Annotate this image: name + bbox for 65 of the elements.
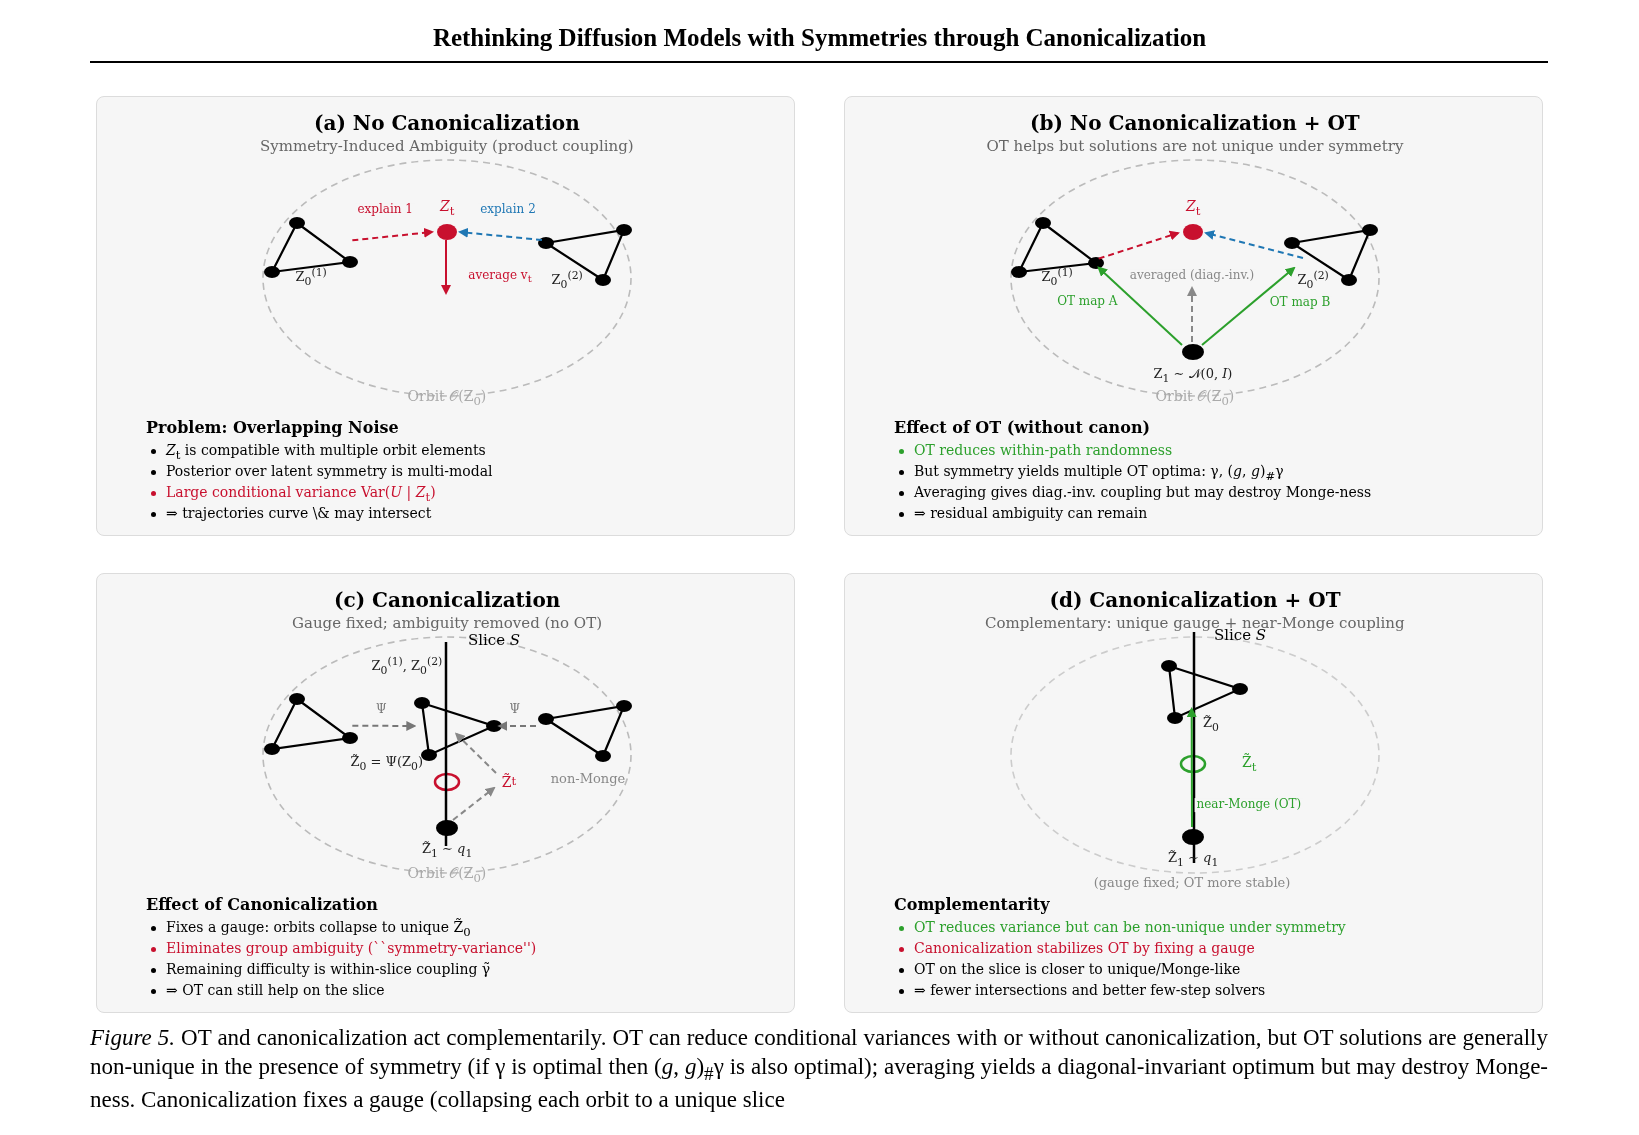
math-label: Z̃$_{1}$ ∼ q$_{1}$ — [1168, 851, 1219, 870]
math-label: Z̃$_{t}$ — [1242, 754, 1257, 775]
bullet-item: But symmetry yields multiple OT optima: γ, (g, g)$_{#}$γ — [894, 463, 1284, 483]
bullet-item: Averaging gives diag.-inv. coupling but may destroy Monge-ness — [894, 484, 1372, 501]
bullet-item: ⇒ OT can still help on the slice — [146, 982, 385, 999]
arrow — [441, 239, 451, 295]
edge-label: explain 1 — [355, 203, 415, 218]
orbit-label: Orbit 𝒪(Z$_{0}$) — [407, 865, 487, 886]
bullet-item: OT reduces within-path randomness — [894, 442, 1173, 459]
arrow — [1097, 266, 1183, 346]
panel-subtitle: OT helps but solutions are not unique under symmetry — [986, 137, 1404, 155]
bullet-item: OT reduces variance but can be non-unique under symmetry — [894, 919, 1346, 936]
bullet-item: OT on the slice is closer to unique/Monge-like — [894, 961, 1241, 978]
math-label: Z̃$_{0}$ = Ψ(Z$_{0}$) — [350, 755, 424, 774]
arrow — [1187, 286, 1197, 343]
math-label: Z$_{t}$ — [440, 198, 455, 219]
edge-label: explain 2 — [478, 203, 538, 217]
orbit-label: Orbit 𝒪(Z$_{0}$) — [407, 388, 487, 409]
bullet-item: ⇒ residual ambiguity can remain — [894, 505, 1148, 522]
bullet-item: Canonicalization stabilizes OT by fixing a gauge — [894, 940, 1255, 957]
panel-card — [96, 96, 795, 536]
bullet-item: Z$_{t}$ is compatible with multiple orbit elements — [146, 442, 486, 462]
bullet-item: Remaining difficulty is within-slice coupling γ̃ — [146, 961, 491, 978]
panel-heading: (a) No Canonicalization — [314, 111, 580, 135]
arrow — [458, 227, 543, 241]
arrow — [497, 721, 537, 731]
edge-label: near-Monge (OT) — [1194, 798, 1304, 812]
bullet-item: ⇒ fewer intersections and better few-step solvers — [894, 982, 1266, 999]
annotation-text: (gauge fixed; OT more stable) — [1093, 874, 1291, 890]
orbit-label: Orbit 𝒪(Z$_{0}$) — [1155, 388, 1235, 409]
panel-heading: (c) Canonicalization — [334, 588, 561, 612]
notes-heading: Effect of Canonicalization — [146, 895, 378, 914]
edge-label: averaged (diag.-inv.) — [1127, 269, 1257, 283]
math-label: Z̃$_{1}$ ∼ q$_{1}$ — [422, 842, 473, 861]
edge-label: OT map A — [1055, 295, 1120, 310]
page-title: Rethinking Diffusion Models with Symmetries through Canonicalization — [431, 24, 1208, 52]
bullet-item: Posterior over latent symmetry is multi-modal — [146, 463, 493, 480]
arrow — [452, 786, 496, 821]
arrow — [1097, 230, 1180, 260]
bullet-item: Fixes a gauge: orbits collapse to unique Z̃$_{0}$ — [146, 919, 471, 939]
panel-card — [844, 573, 1543, 1013]
math-label: Z̃$_{0}$ — [1203, 716, 1219, 735]
slice-label: Slice S — [467, 631, 521, 649]
panel-subtitle: Symmetry-Induced Ambiguity (product coupling) — [260, 137, 634, 155]
bullet-item: Large conditional variance Var(U | Z$_{t}$) — [146, 484, 436, 504]
annotation-text: non-Monge — [550, 770, 626, 786]
panel-subtitle: Gauge fixed; ambiguity removed (no OT) — [292, 614, 602, 632]
arrow — [351, 227, 434, 242]
arrow — [351, 720, 417, 731]
math-label: Z$_{1}$ ∼ 𝒩(0, I) — [1153, 367, 1233, 386]
panel-heading: (b) No Canonicalization + OT — [1030, 111, 1360, 135]
panel-card — [96, 573, 795, 1013]
math-label: Z$_{t}$ — [1186, 198, 1201, 219]
arrow — [1204, 230, 1304, 259]
arrow — [1201, 266, 1296, 346]
arrow — [1186, 707, 1197, 828]
panel-heading: (d) Canonicalization + OT — [1049, 588, 1341, 612]
panel-card — [844, 96, 1543, 536]
notes-heading: Complementarity — [894, 895, 1050, 914]
bullet-item: ⇒ trajectories curve \& may intersect — [146, 505, 432, 522]
bullet-item: Eliminates group ambiguity (``symmetry-variance'') — [146, 940, 537, 957]
notes-heading: Effect of OT (without canon) — [894, 418, 1151, 437]
figure-caption: Figure 5. OT and canonicalization act complementarily. OT can reduce conditional variances with or without canonicalization, but OT solutions are generally non-unique in the presence of symmetry (if γ is optimal then (g, g)$_{#}$γ is also optimal); averaging yields a diagonal-invariant optimum but may destroy Monge-ness. Canonicalization fixes a gauge (collapsing each orbit to a unique slice — [90, 1024, 1548, 1114]
notes-heading: Problem: Overlapping Noise — [146, 418, 399, 437]
arrow — [454, 732, 497, 774]
